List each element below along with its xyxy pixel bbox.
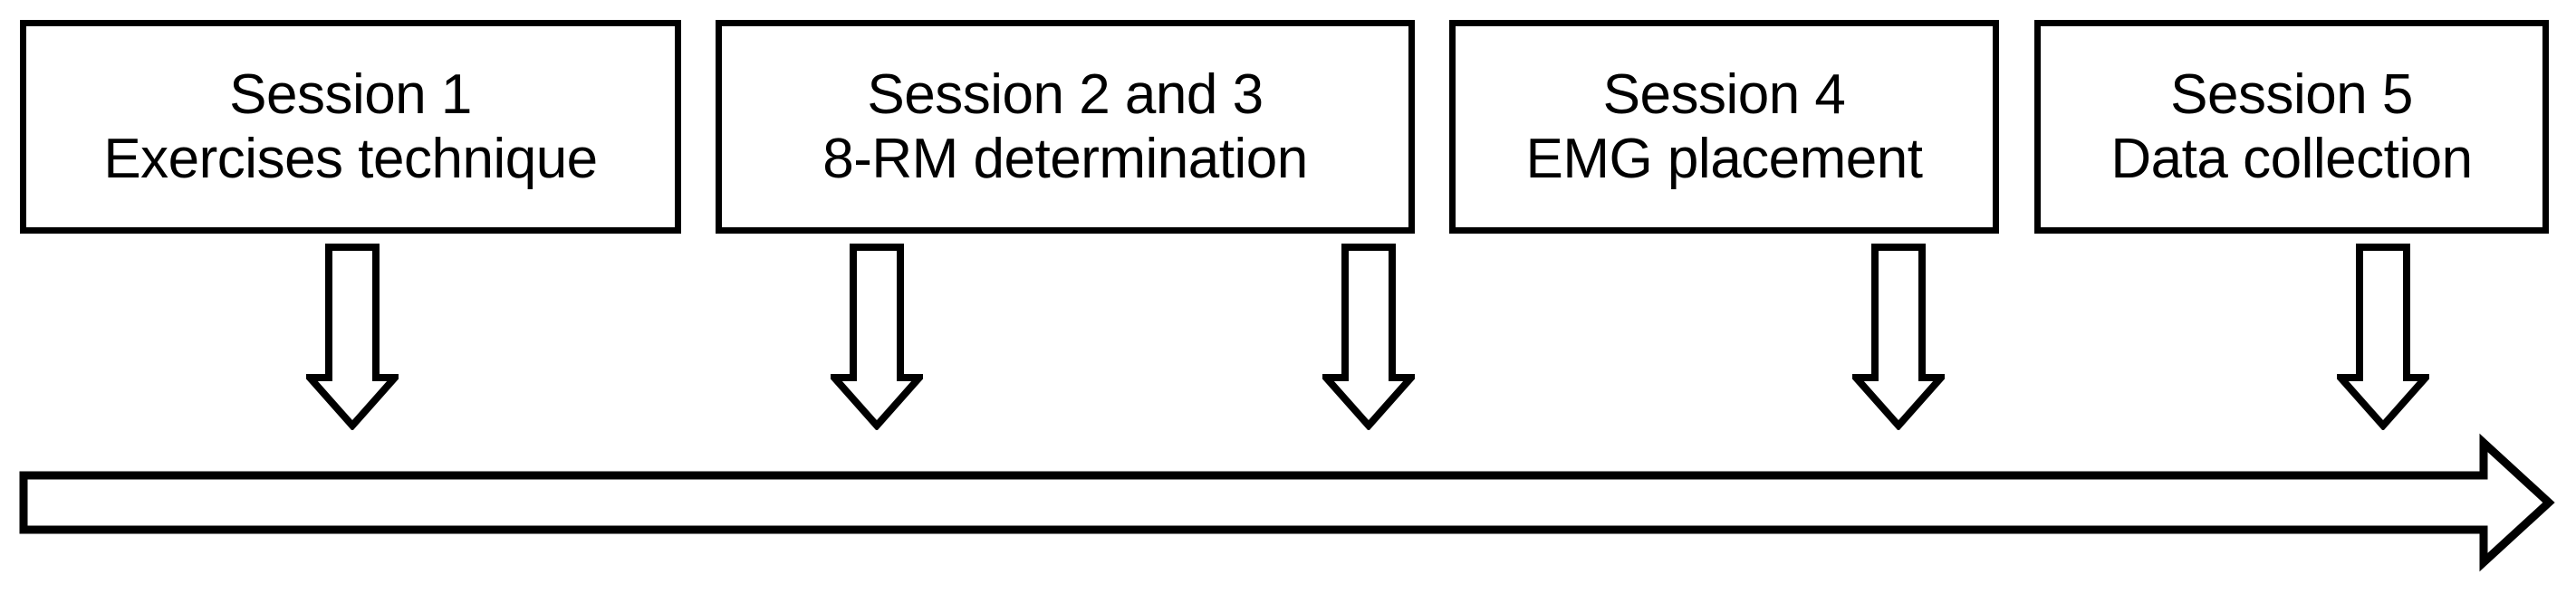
session-box-1-title: Session 1 [229, 62, 472, 126]
session-box-4: Session 5 Data collection [2034, 20, 2549, 234]
session-box-2: Session 2 and 3 8-RM determination [716, 20, 1415, 234]
down-arrow-3-icon [1322, 244, 1415, 430]
session-box-1: Session 1 Exercises technique [20, 20, 681, 234]
session-box-3: Session 4 EMG placement [1449, 20, 1999, 234]
session-box-4-subtitle: Data collection [2110, 128, 2473, 190]
session-box-1-subtitle: Exercises technique [103, 128, 598, 190]
down-arrow-1-icon [306, 244, 399, 430]
session-box-2-title: Session 2 and 3 [867, 62, 1264, 126]
session-box-4-title: Session 5 [2170, 62, 2413, 126]
session-box-3-title: Session 4 [1602, 62, 1846, 126]
session-box-3-subtitle: EMG placement [1525, 128, 1923, 190]
down-arrow-2-icon [831, 244, 923, 430]
session-box-2-subtitle: 8-RM determination [822, 128, 1308, 190]
down-arrow-5-icon [2337, 244, 2429, 430]
down-arrow-4-icon [1852, 244, 1945, 430]
